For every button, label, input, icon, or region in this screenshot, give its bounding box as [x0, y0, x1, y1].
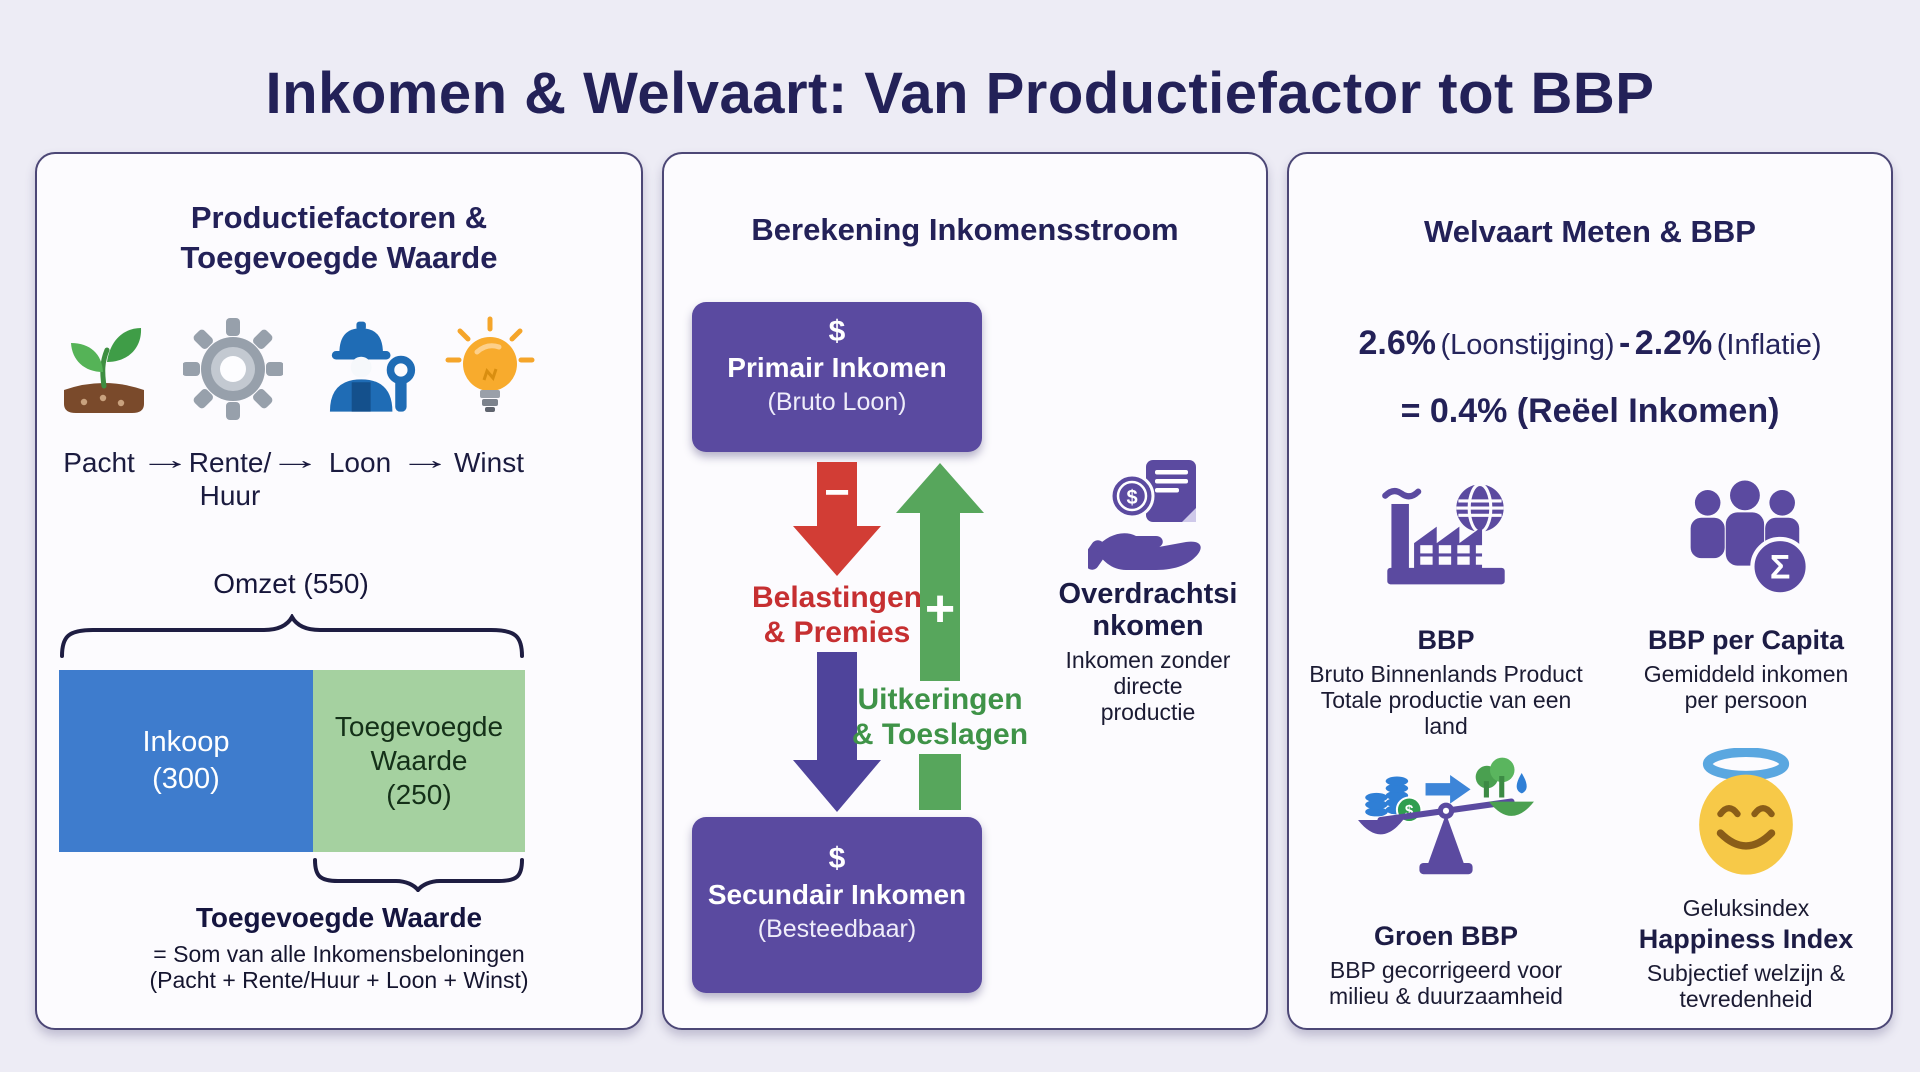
geluksindex-label: Geluksindex: [1682, 895, 1810, 921]
panel-welvaart: Welvaart Meten & BBP 2.6% (Loonstijging)…: [1287, 152, 1893, 1030]
plus-icon: +: [924, 580, 956, 638]
lightbulb-icon: [437, 314, 543, 424]
uitkeringen-label: Uitkeringen & Toeslagen: [851, 683, 1029, 751]
loonstijging-label: (Loonstijging): [1440, 329, 1615, 361]
green-up-arrow-icon: +: [896, 463, 984, 681]
panel-income-heading: Berekening Inkomensstroom: [751, 212, 1179, 247]
omzet-label: Omzet (550): [213, 568, 369, 599]
belastingen-label: Belastingen & Premies: [751, 581, 923, 649]
happiness-index-desc: Subjectief welzijn & tevredenheid: [1646, 960, 1846, 1012]
arrow-right-icon: →: [138, 444, 192, 475]
bbp-desc: Bruto Binnenlands Product Totale product…: [1309, 661, 1583, 739]
svg-text:$: $: [1405, 803, 1414, 820]
overdrachtsinkomen-label: Overdrachtsi nkomen: [1058, 578, 1238, 642]
reeel-inkomen-formula-line1: 2.6% (Loonstijging) - 2.2% (Inflatie): [1289, 324, 1891, 363]
inflatie-label: (Inflatie): [1716, 329, 1822, 361]
primair-inkomen-box: $ Primair Inkomen (Bruto Loon): [692, 302, 982, 452]
inflatie-value: 2.2%: [1634, 324, 1713, 362]
minus-operator: -: [1619, 324, 1631, 362]
bar-segment-toegevoegde-waarde: Toegevoegde Waarde (250): [312, 670, 525, 852]
bar-segment-inkoop: Inkoop (300): [59, 670, 313, 852]
bbp-per-capita-desc: Gemiddeld inkomen per persoon: [1643, 661, 1849, 713]
omzet-brace: [59, 612, 525, 663]
definition-line: = Som van alle Inkomensbeloningen: [153, 941, 525, 967]
money-hand-icon: $: [1081, 454, 1212, 578]
red-down-arrow-icon: −: [793, 462, 881, 576]
panel-inkomensstroom: Berekening Inkomensstroom $ Primair Inko…: [662, 152, 1268, 1030]
groen-bbp-desc: BBP gecorrigeerd voor milieu & duurzaamh…: [1329, 957, 1563, 1009]
arrow-right-icon: →: [268, 444, 322, 475]
factory-globe-icon: [1293, 466, 1599, 611]
page-title: Inkomen & Welvaart: Van Productiefactor …: [265, 61, 1655, 126]
overdrachtsinkomen-desc: Inkomen zonder directe productie: [1065, 647, 1231, 725]
factor-label-rente-huur: Rente/Huur: [188, 447, 272, 511]
people-sigma-icon: Σ: [1601, 466, 1891, 611]
green-arrow-tail: [919, 754, 961, 810]
factor-label-loon: Loon: [328, 447, 392, 478]
svg-text:Σ: Σ: [1770, 548, 1790, 586]
plant-icon: [51, 314, 157, 424]
welfare-item-happiness-index: Geluksindex Happiness Index Subjectief w…: [1601, 739, 1891, 1012]
welfare-item-bbp-per-capita: Σ BBP per Capita Gemiddeld inkomen per p…: [1601, 466, 1891, 713]
welfare-item-groen-bbp: $ Groen BBP BBP gecorrigeerd voor milieu…: [1293, 739, 1599, 1009]
gear-icon: [180, 314, 286, 424]
reeel-inkomen-formula-line2: = 0.4% (Reëel Inkomen): [1400, 392, 1780, 430]
worker-icon: [311, 314, 417, 424]
omzet-bar: Inkoop (300) Toegevoegde Waarde (250): [59, 670, 525, 852]
secundair-inkomen-box: $ Secundair Inkomen (Besteedbaar): [692, 817, 982, 993]
dollar-icon: $: [828, 842, 846, 875]
dollar-icon: $: [828, 315, 846, 348]
loonstijging-value: 2.6%: [1358, 324, 1436, 362]
factor-label-pacht: Pacht: [63, 447, 135, 478]
minus-icon: −: [824, 468, 850, 517]
arrow-right-icon: →: [398, 444, 452, 475]
factor-label-winst: Winst: [454, 447, 524, 478]
toegevoegde-waarde-brace: [312, 858, 525, 897]
panel-welfare-heading: Welvaart Meten & BBP: [1424, 214, 1756, 249]
balance-scale-icon: $: [1293, 739, 1599, 901]
definition-line: (Pacht + Rente/Huur + Loon + Winst): [149, 967, 529, 993]
toegevoegde-waarde-definition: Toegevoegde Waarde = Som van alle Inkome…: [37, 902, 641, 993]
svg-text:$: $: [1126, 487, 1137, 509]
welfare-item-bbp: BBP Bruto Binnenlands Product Totale pro…: [1293, 466, 1599, 739]
smiley-halo-icon: [1601, 739, 1891, 889]
definition-title: Toegevoegde Waarde: [195, 902, 483, 933]
panel-productiefactoren: Productiefactoren & Toegevoegde Waarde: [35, 152, 643, 1030]
panel-production-heading: Productiefactoren & Toegevoegde Waarde: [180, 200, 498, 275]
purple-down-arrow-icon: [793, 652, 881, 812]
